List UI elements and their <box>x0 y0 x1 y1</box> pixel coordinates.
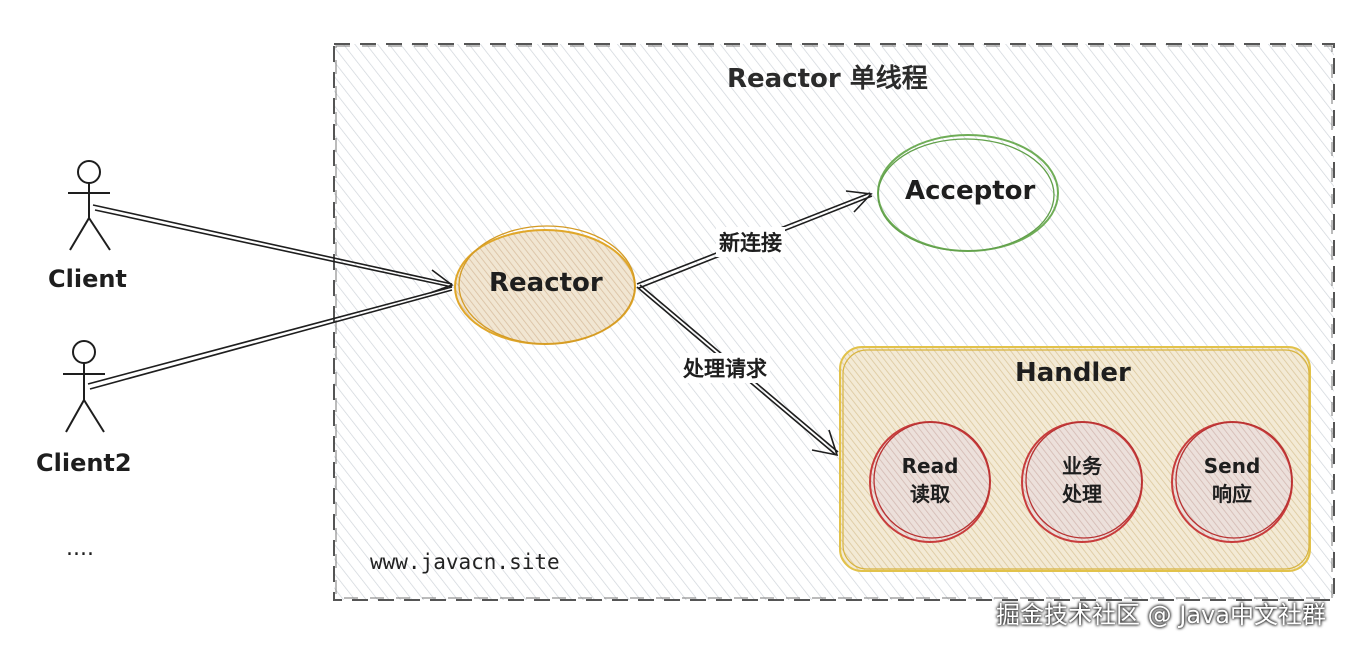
handler-label: Handler <box>1015 358 1131 388</box>
diagram-title: Reactor 单线程 <box>727 64 928 94</box>
send-label-line2: 响应 <box>1212 482 1252 506</box>
send-node <box>1171 421 1293 543</box>
read-label: Read 读取 <box>870 452 990 508</box>
read-node <box>869 421 991 543</box>
acceptor-node <box>877 134 1059 252</box>
client2-to-reactor-arrow <box>87 286 453 390</box>
read-label-line1: Read <box>901 454 959 478</box>
client2-figure <box>63 340 105 433</box>
read-label-line2: 读取 <box>910 482 950 506</box>
business-node <box>1021 421 1143 543</box>
client-figure <box>68 160 111 251</box>
reactor-node <box>454 225 636 345</box>
watermark-text: 掘金技术社区 @ Java中文社群 <box>996 601 1326 629</box>
business-label-line1: 业务 <box>1062 454 1102 478</box>
business-label-line2: 处理 <box>1062 482 1102 506</box>
client2-label: Client2 <box>36 449 132 477</box>
client-label: Client <box>48 265 127 293</box>
send-label-line1: Send <box>1203 454 1261 478</box>
handle-request-label: 处理请求 <box>680 353 770 383</box>
send-label: Send 响应 <box>1172 452 1292 508</box>
acceptor-label: Acceptor <box>905 176 1036 206</box>
reactor-label: Reactor <box>489 268 603 298</box>
website-text: www.javacn.site <box>370 550 560 574</box>
more-clients-ellipsis: .... <box>66 536 94 561</box>
business-label: 业务 处理 <box>1022 452 1142 508</box>
new-connection-label: 新连接 <box>716 227 785 257</box>
